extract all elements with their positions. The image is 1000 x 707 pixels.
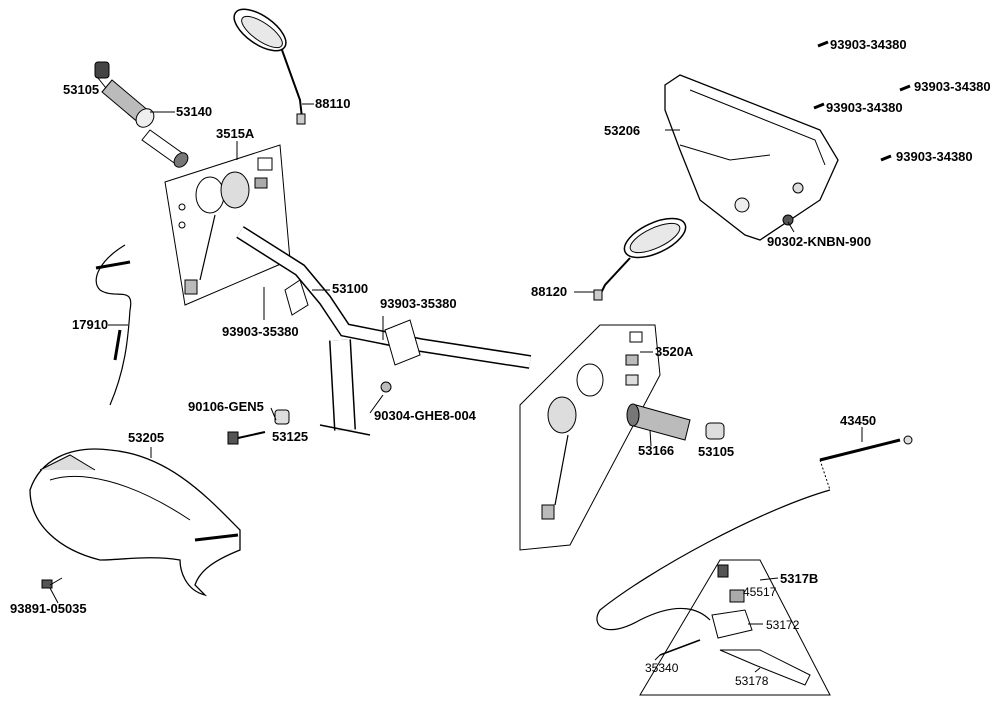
handlebar-53100: [236, 226, 532, 436]
label-93903-34380-2: 93903-34380: [914, 79, 991, 94]
mirror-left-88110: [233, 8, 306, 125]
mirror-right-88120: [593, 217, 687, 301]
label-17910: 17910: [72, 317, 109, 332]
handle-cover-front-53205: [29, 448, 241, 597]
label-3520A: 3520A: [655, 344, 694, 359]
label-3515A: 3515A: [216, 126, 255, 141]
label-53172: 53172: [766, 618, 800, 632]
handle-cover-rear-53206: [664, 74, 839, 241]
label-45517: 45517: [743, 585, 777, 599]
label-53206: 53206: [604, 123, 641, 138]
label-93903-34380-3: 93903-34380: [826, 100, 903, 115]
label-90304-GHE8-004: 90304-GHE8-004: [374, 408, 476, 423]
label-93903-34380-1: 93903-34380: [830, 37, 907, 52]
label-93903-34380-4: 93903-34380: [896, 149, 973, 164]
label-53166: 53166: [638, 443, 675, 458]
switch-assembly-3515A: [164, 144, 291, 306]
switch-assembly-3520A: [519, 324, 661, 551]
label-53205: 53205: [128, 430, 165, 445]
label-35340: 35340: [645, 661, 679, 675]
label-5317B: 5317B: [780, 571, 819, 586]
label-88110: 88110: [315, 96, 351, 111]
label-88120: 88120: [531, 284, 568, 299]
label-93903-35380-b: 93903-35380: [380, 296, 457, 311]
label-90106-GEN5: 90106-GEN5: [188, 399, 264, 414]
screws-93903-34380: [813, 40, 911, 162]
label-43450: 43450: [840, 413, 877, 428]
label-53125: 53125: [272, 429, 309, 444]
label-53100: 53100: [332, 281, 369, 296]
grip-left-53140: [94, 61, 189, 168]
label-53105-left: 53105: [63, 82, 100, 97]
label-93903-35380-a: 93903-35380: [222, 324, 299, 339]
label-53178: 53178: [735, 674, 769, 688]
cable-17910: [95, 244, 132, 406]
label-53105-right: 53105: [698, 444, 735, 459]
label-93891-05035: 93891-05035: [10, 601, 87, 616]
screw-93891: [41, 577, 63, 589]
lever-assembly-5317B: [639, 559, 831, 696]
grip-right-53166: [626, 403, 725, 441]
label-53140: 53140: [176, 104, 213, 119]
cable-43450: [596, 435, 913, 631]
bolt-90106: [227, 409, 290, 445]
leader-lines: [49, 77, 863, 673]
label-90302-KNBN-900: 90302-KNBN-900: [767, 234, 872, 249]
